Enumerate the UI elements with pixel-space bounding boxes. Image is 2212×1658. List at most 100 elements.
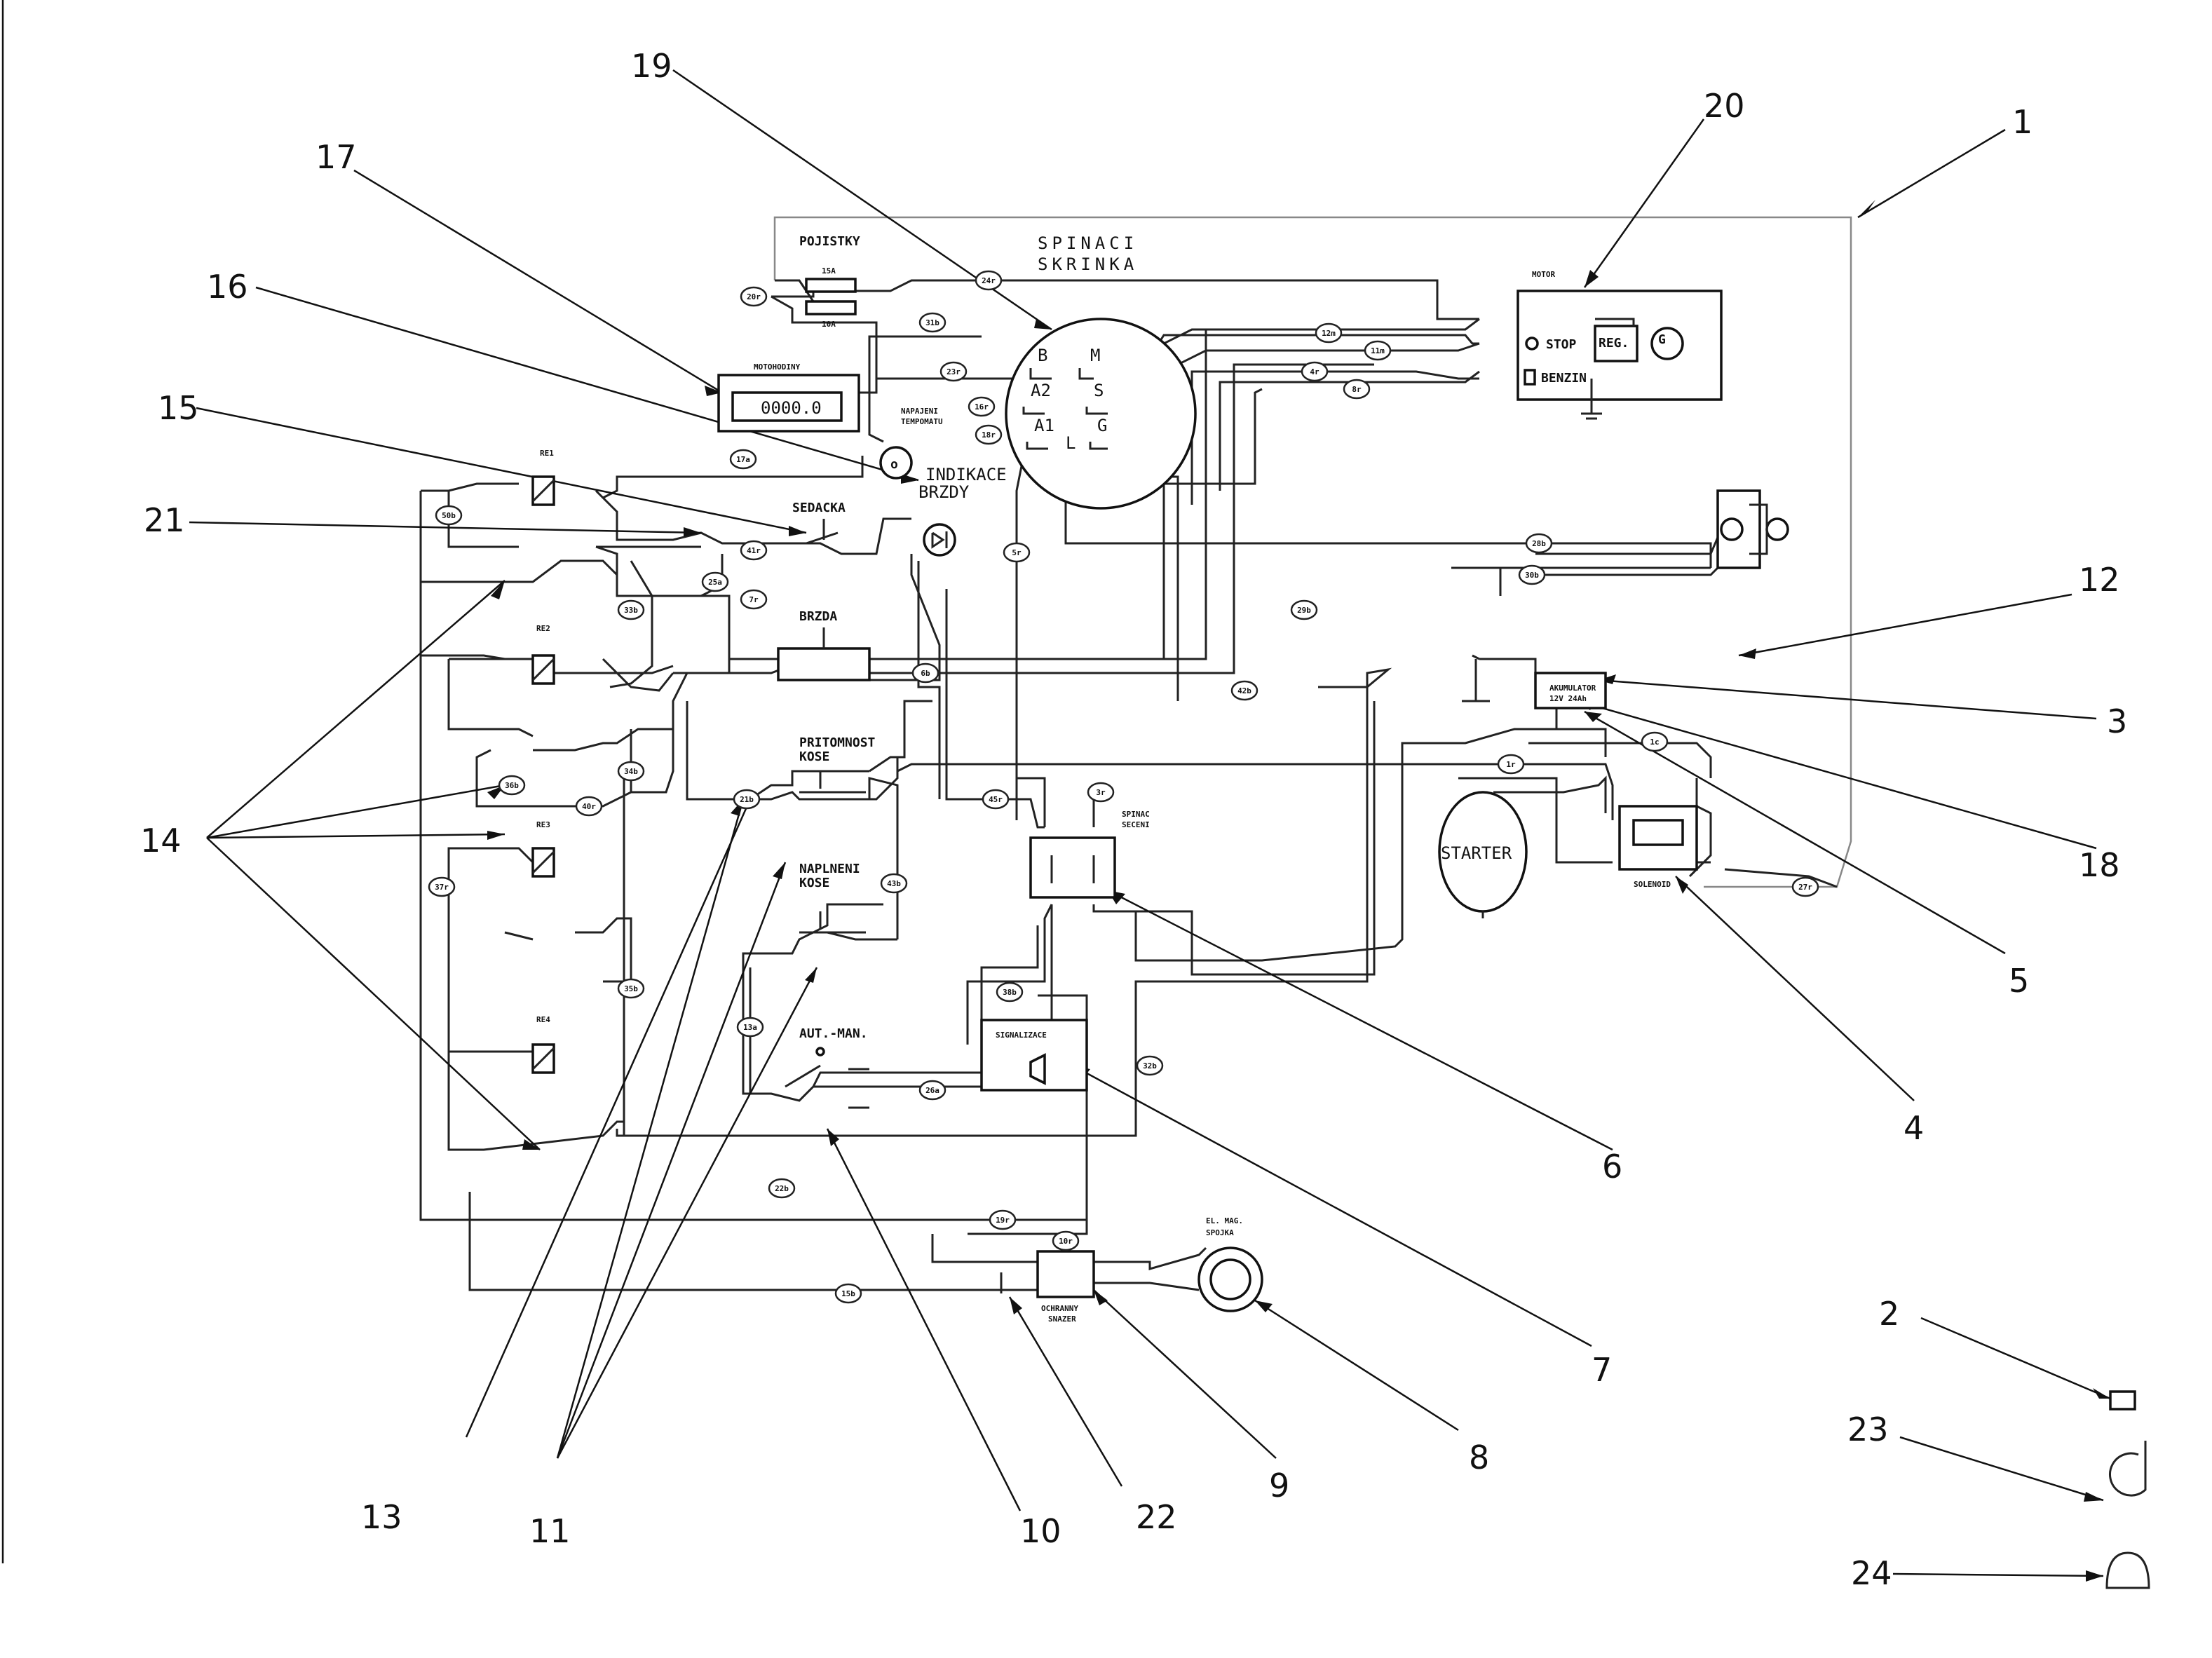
wire-tag-label: 8r [1352, 385, 1362, 394]
wire-tag-label: 20r [747, 292, 761, 301]
wire-tag-28b: 28b [1525, 533, 1553, 554]
signalizace: SIGNALIZACE [980, 1019, 1088, 1092]
callout-5: 5 [2009, 962, 2029, 1000]
wire-tag-32b: 32b [1136, 1055, 1164, 1076]
lamp-icon-2 [1765, 517, 1789, 541]
wire-tag-oval [736, 1017, 764, 1038]
wire-tag-label: 34b [624, 767, 638, 776]
wire-tag-8r: 8r [1343, 379, 1371, 400]
spinac-label-2: SECENI [1122, 820, 1150, 829]
re3-label: RE3 [536, 820, 550, 829]
callout-1: 1 [2012, 103, 2033, 141]
callout-15: 15 [158, 389, 199, 427]
fuel-valve-icon [1524, 369, 1536, 386]
benzin-label: BENZIN [1541, 371, 1587, 386]
solenoid: SOLENOID [1618, 805, 1698, 889]
wire-tag-31b: 31b [918, 312, 946, 333]
wire-tag-oval [989, 1209, 1017, 1230]
callout-10: 10 [1020, 1512, 1061, 1550]
callout-16: 16 [207, 268, 248, 306]
headlamps [1716, 489, 1789, 569]
basket-full-switch [799, 911, 866, 934]
wire-tag-oval [1641, 731, 1669, 752]
wire-tag-1c: 1c [1641, 731, 1669, 752]
wire-tag-oval [1136, 1055, 1164, 1076]
wire-tag-oval [428, 876, 456, 897]
wire-tag-17a: 17a [729, 449, 757, 470]
starter-label: STARTER [1441, 843, 1512, 863]
wire-tag-oval [1364, 340, 1392, 361]
diode-icon [1036, 1250, 1095, 1298]
stop-label: STOP [1546, 337, 1577, 352]
wire-tag-label: 45r [989, 795, 1003, 804]
gauge-glyph: o [890, 457, 898, 472]
wire-tag-label: 15b [841, 1289, 855, 1298]
wire-tag-oval [729, 449, 757, 470]
wire-tag-label: 4r [1310, 367, 1319, 376]
wire-tag-45r: 45r [982, 789, 1010, 810]
wire-tags: 20r24r31b23r16r18r17a12m11m4r8r5r50b41r2… [428, 270, 1819, 1304]
wire-tag-oval [1343, 379, 1371, 400]
callout-21: 21 [144, 501, 185, 539]
wire-tag-oval [498, 775, 526, 796]
wire-tag-oval [733, 789, 761, 810]
wire-tag-label: 42b [1237, 686, 1251, 695]
wire-tag-oval [1230, 680, 1258, 701]
wire-tag-25a: 25a [701, 571, 729, 592]
indikace-label-1: INDIKACE [925, 465, 1007, 484]
wire-tag-1r: 1r [1497, 754, 1525, 775]
wire-tag-42b: 42b [1230, 680, 1258, 701]
wire-tag-oval [617, 978, 645, 999]
elmag-label-2: SPOJKA [1206, 1228, 1234, 1237]
fuse-15a [805, 278, 857, 293]
wire-tag-label: 28b [1532, 539, 1546, 548]
wire-tag-label: 35b [624, 984, 638, 993]
key-switch: B M A2 S A1 L G [1005, 318, 1197, 510]
napajeni-label-1: NAPAJENI [901, 407, 938, 416]
wire-tag-21b: 21b [733, 789, 761, 810]
elmag-label-1: EL. MAG. [1206, 1216, 1243, 1225]
wire-tag-oval [617, 761, 645, 782]
wire-tag-oval [1087, 782, 1115, 803]
wire-tag-36b: 36b [498, 775, 526, 796]
wire-tag-label: 22b [775, 1184, 789, 1193]
spinac-label-1: SPINAC [1122, 810, 1150, 819]
wire-tag-label: 38b [1003, 988, 1017, 997]
wire-tag-35b: 35b [617, 978, 645, 999]
pritomnost-label-1: PRITOMNOST [799, 735, 876, 750]
motor-label: MOTOR [1532, 270, 1555, 279]
switch-pin-b: B [1038, 346, 1047, 365]
wire-tag-label: 27r [1798, 883, 1812, 892]
wire-tag-4r: 4r [1301, 361, 1329, 382]
wire-tag-label: 1c [1650, 738, 1659, 747]
wire-tag-oval [435, 505, 463, 526]
indikace-label-2: BRZDY [918, 482, 970, 502]
hour-value: 0000.0 [761, 398, 822, 418]
regulator [1594, 325, 1638, 362]
switch-pin-a2: A2 [1031, 381, 1051, 400]
switch-pin-g: G [1097, 416, 1107, 435]
wire-tag-label: 24r [982, 276, 996, 285]
aut-man-label: AUT.-MAN. [799, 1026, 868, 1041]
gen-label: G [1658, 332, 1666, 347]
wire-tag-24r: 24r [975, 270, 1003, 291]
wire-tag-30b: 30b [1518, 564, 1546, 585]
napajeni-label-2: TEMPOMATU [901, 417, 943, 426]
wire-tag-label: 7r [749, 595, 759, 604]
wire-tag-26a: 26a [918, 1080, 946, 1101]
cable-coil-icon [2109, 1441, 2147, 1497]
generator-icon [1650, 327, 1684, 360]
wire-tag-oval [740, 286, 768, 307]
callout-13: 13 [361, 1498, 402, 1536]
wire-tag-label: 37r [435, 883, 449, 892]
wire-tag-label: 43b [887, 879, 901, 888]
wire-tag-29b: 29b [1290, 599, 1318, 620]
wire-tag-label: 41r [747, 546, 761, 555]
wire-tag-23r: 23r [939, 361, 968, 382]
wire-tag-label: 31b [925, 318, 939, 327]
protective-diode: OCHRANNY SNAZER [1000, 1250, 1095, 1324]
wire-tag-20r: 20r [740, 286, 768, 307]
wire-tag-3r: 3r [1087, 782, 1115, 803]
wire-tag-41r: 41r [740, 540, 768, 561]
callout-numbers: 1 2 3 4 5 6 7 8 9 10 11 12 13 14 15 16 1… [140, 47, 2127, 1592]
